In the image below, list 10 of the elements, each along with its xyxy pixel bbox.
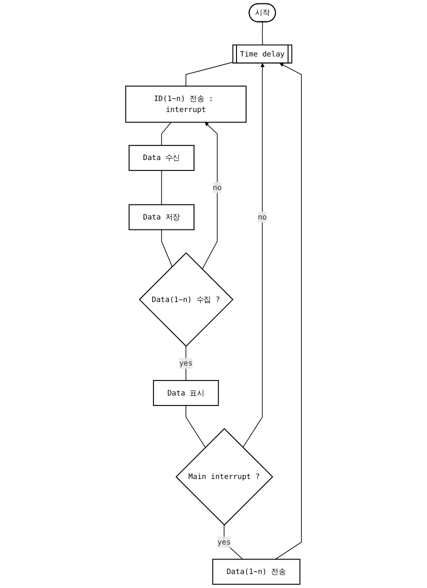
connector: [161, 122, 172, 146]
connector: [186, 405, 206, 448]
connector: [186, 62, 234, 86]
connector: [161, 170, 162, 206]
connector: [262, 22, 263, 46]
arrow: [202, 122, 218, 270]
connector: [161, 229, 172, 267]
arrow: [242, 63, 264, 448]
connector: [224, 524, 244, 560]
arrow: [274, 63, 302, 560]
